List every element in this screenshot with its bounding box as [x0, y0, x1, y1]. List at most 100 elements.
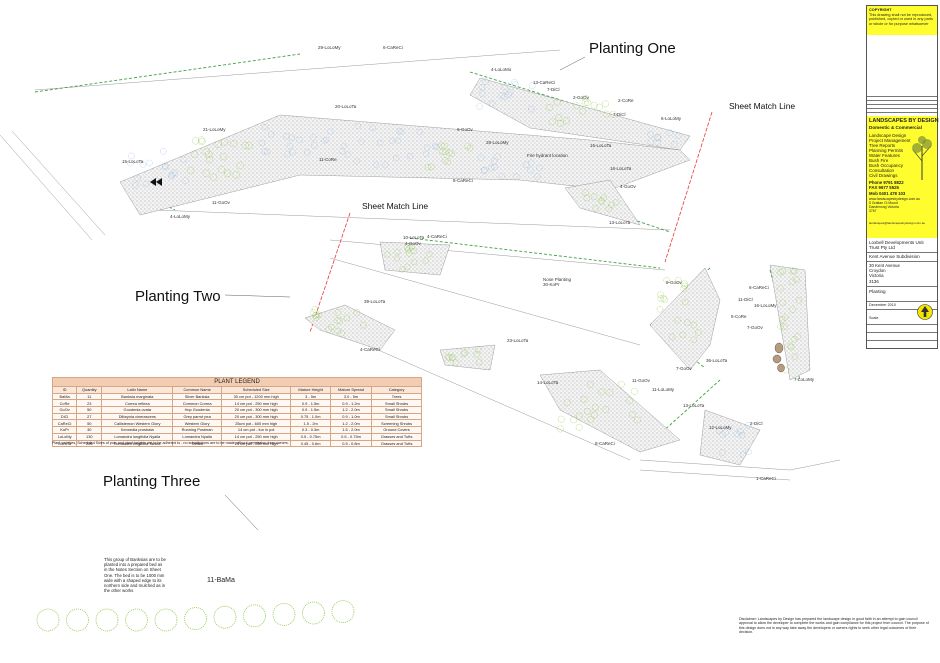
legend-cell: 1.2 - 2.0m	[329, 419, 373, 428]
legend-cell: Trees	[371, 392, 422, 401]
legend-cell: 27	[76, 412, 103, 421]
grass-plant-symbol	[719, 449, 726, 456]
shrub-plant-symbol	[679, 331, 687, 339]
banksia-tree-symbol	[243, 604, 266, 628]
legend-cell: LoLoMy	[51, 432, 78, 441]
shrub-plant-symbol	[461, 349, 469, 356]
grass-plant-symbol	[529, 82, 536, 89]
legend-header: Category	[371, 386, 422, 394]
shrub-plant-symbol	[452, 359, 460, 366]
plant-label: 13-CaReCi	[533, 80, 556, 85]
plant-label: 16-LoLoTa	[590, 143, 612, 148]
shrub-plant-symbol	[441, 142, 448, 150]
legend-cell: Western Glory	[172, 419, 223, 428]
shrub-plant-symbol	[625, 397, 633, 405]
copyright-box: COPYRIGHT This drawing shall not be repr…	[867, 6, 937, 35]
plant-label: 7-LoLoMy	[794, 377, 815, 382]
legend-cell: 14 cm pot - fun in pot	[221, 426, 292, 434]
shrub-plant-symbol	[657, 291, 664, 298]
shrub-plant-symbol	[600, 194, 608, 201]
shrub-plant-symbol	[794, 333, 801, 340]
shrub-plant-symbol	[334, 317, 341, 324]
grass-plant-symbol	[488, 100, 496, 107]
bed-planting-two-north	[379, 241, 451, 276]
grass-plant-symbol	[261, 148, 268, 155]
drawing-title: Planting	[869, 289, 886, 294]
shrub-plant-symbol	[598, 388, 606, 396]
shrub-plant-symbol	[545, 104, 553, 111]
shrub-plant-symbol	[633, 416, 641, 424]
sheet-match-line-label-1: Sheet Match Line	[729, 101, 796, 111]
legend-cell: 0.5 - 0.8m	[329, 439, 373, 448]
phone-number: Phone 9791 8822	[869, 180, 904, 185]
legend-cell: Grey parrot pea	[172, 412, 223, 421]
shrub-plant-symbol	[602, 100, 609, 108]
legend-header: Common Name	[172, 386, 223, 394]
grass-plant-symbol	[666, 129, 673, 137]
legend-cell: 0.45 - 0.6m	[290, 439, 331, 448]
disclaimer-note: Disclaimer: Landscapes by Design has pre…	[739, 617, 929, 635]
shrub-plant-symbol	[583, 99, 591, 107]
grass-plant-symbol	[745, 448, 752, 456]
shrub-plant-symbol	[404, 245, 411, 252]
shrub-plant-symbol	[629, 411, 636, 418]
legend-cell: 1.5 - 2m	[290, 419, 331, 428]
plant-label: 16-LoLoTa	[610, 166, 632, 171]
legend-header: Scheduled Size	[221, 386, 292, 394]
grass-plant-symbol	[498, 91, 505, 99]
drawing-date: December 2010	[869, 303, 897, 307]
shrub-plant-symbol	[605, 205, 613, 212]
plant-label: 30-KoPr	[543, 282, 560, 287]
shrub-plant-symbol	[223, 169, 232, 177]
grass-plant-symbol	[505, 91, 512, 98]
grass-plant-symbol	[482, 78, 489, 85]
legend-cell: Ground Covers	[371, 426, 422, 434]
shrub-plant-symbol	[411, 258, 418, 265]
grass-plant-symbol	[654, 139, 661, 146]
plant-label: 5-CoRe	[731, 314, 747, 319]
legend-cell: LoLoTa	[51, 439, 78, 448]
grass-plant-symbol	[738, 431, 746, 439]
legend-cell: CoRe	[51, 399, 78, 408]
shrub-plant-symbol	[312, 314, 320, 321]
bed-small-east	[564, 179, 641, 226]
grass-plant-symbol	[647, 131, 654, 138]
company-panel: LANDSCAPES BY DESIGN Domestic & Commerci…	[867, 116, 939, 238]
copyright-text: This drawing shall not be reproduced, pu…	[869, 13, 933, 26]
shrub-plant-symbol	[570, 416, 578, 424]
grass-plant-symbol	[478, 90, 486, 97]
grass-plant-symbol	[369, 124, 376, 132]
banksia-tree-symbol	[66, 608, 89, 632]
bed-planting-one-upper	[469, 77, 691, 151]
shrub-plant-symbol	[464, 142, 471, 150]
shrub-plant-symbol	[197, 136, 206, 144]
legend-header: Latin Name	[101, 386, 174, 394]
legend-cell: 25cm pot - 600 mm high	[221, 419, 292, 428]
plant-label: 6-LoLoMy	[661, 116, 682, 121]
shrub-plant-symbol	[674, 316, 681, 324]
grass-plant-symbol	[286, 142, 294, 150]
legend-cell: Lomandra longifolia Tanika	[101, 439, 174, 448]
grass-plant-symbol	[358, 138, 365, 145]
grass-plant-symbol	[340, 143, 348, 150]
shrub-plant-symbol	[209, 173, 218, 181]
plant-label-bama: 11-BaMa	[207, 577, 235, 584]
legend-cell: 30 cm pot - 1200 mm high	[221, 392, 292, 401]
shrub-plant-symbol	[680, 285, 688, 292]
legend-cell: Lomandra Nyalla	[172, 432, 223, 441]
grass-plant-symbol	[258, 139, 266, 147]
fax-number: FAX 9677 5525	[869, 185, 899, 190]
shrub-plant-symbol	[475, 358, 483, 366]
shrub-plant-symbol	[582, 189, 589, 197]
legend-cell: 226	[76, 439, 103, 448]
boulders	[772, 342, 785, 373]
plant-label: 8-CaReCi	[595, 441, 615, 446]
grass-plant-symbol	[182, 177, 189, 184]
shrub-plant-symbol	[220, 138, 229, 146]
bed-planting-two-west	[304, 304, 396, 351]
legend-cell: 0.9 - 1.5m	[290, 399, 331, 408]
shrub-plant-symbol	[777, 285, 784, 292]
